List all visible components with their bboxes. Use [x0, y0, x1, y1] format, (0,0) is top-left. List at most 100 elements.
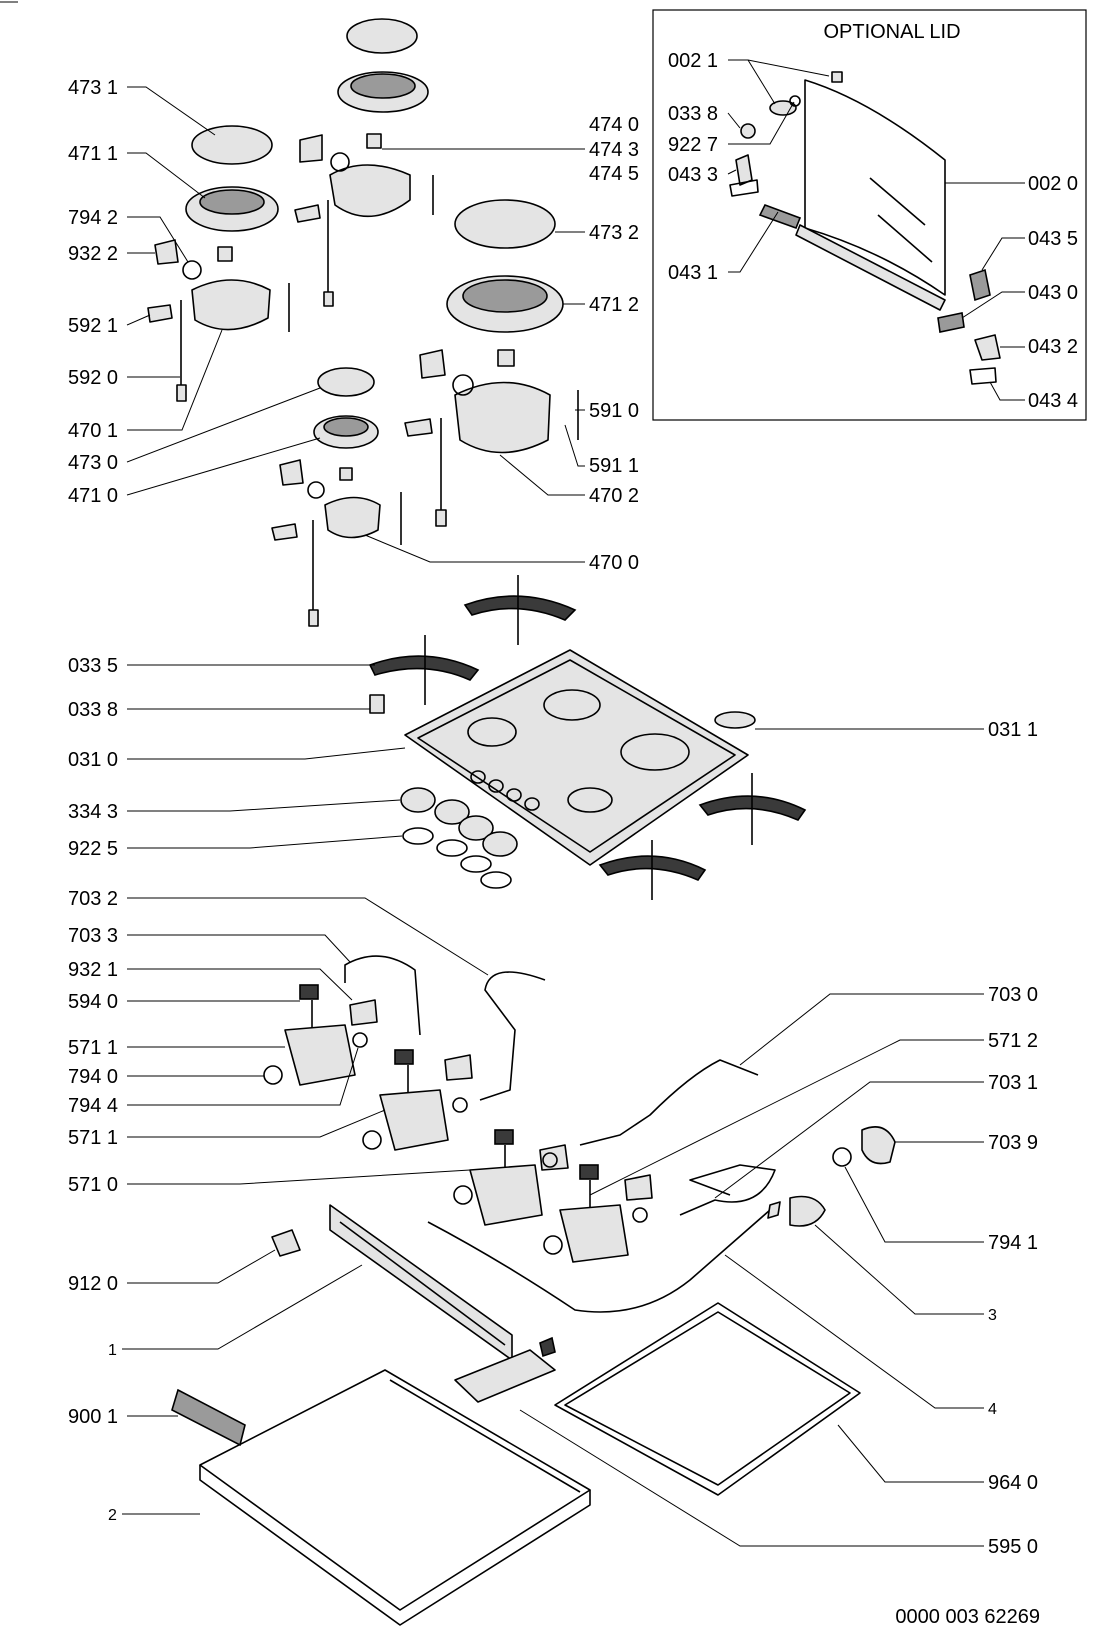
- leader-line: [564, 424, 585, 467]
- burner-head-ring: [199, 189, 265, 215]
- callout-label: 3: [988, 1307, 997, 1324]
- callout-label: 033 8: [668, 103, 718, 125]
- callout-label: 900 1: [68, 1406, 118, 1428]
- lid-box-frame: [652, 9, 1087, 421]
- fixing-bracket: [171, 1388, 246, 1447]
- leader-line: [989, 381, 1025, 401]
- callout-label: 474 0: [589, 114, 639, 136]
- knob-hole: [506, 788, 522, 802]
- lid-screw: [740, 123, 756, 139]
- valve-body: [469, 1164, 543, 1226]
- callout-label: 592 0: [68, 367, 118, 389]
- burner-recess: [567, 787, 613, 813]
- leader-line: [127, 216, 189, 263]
- callout-label: 932 1: [68, 959, 118, 981]
- leader-line: [837, 1424, 984, 1483]
- leader-line: [126, 314, 151, 326]
- leader-line: [844, 1166, 984, 1243]
- spark-electrode: [147, 304, 173, 323]
- small-cover: [714, 711, 756, 729]
- callout-label: 2: [108, 1507, 117, 1524]
- leader-line: [364, 534, 585, 563]
- valve-body: [284, 1024, 356, 1086]
- hob-plate-inner: [417, 659, 736, 853]
- valve-oring: [542, 1152, 558, 1168]
- callout-label: 043 4: [1028, 390, 1078, 412]
- spark-electrode: [294, 204, 321, 223]
- lid-washer: [789, 95, 801, 107]
- leader-line: [589, 1039, 984, 1196]
- leader-line: [727, 112, 741, 129]
- burner-recess: [543, 689, 601, 721]
- leader-line: [714, 1081, 984, 1199]
- burner-seal: [182, 260, 202, 280]
- callout-label: 470 0: [589, 552, 639, 574]
- hinge-spring-left: [758, 204, 802, 230]
- callout-label: 703 2: [68, 888, 118, 910]
- callout-label: 592 1: [68, 315, 118, 337]
- callout-label: 922 7: [668, 134, 718, 156]
- hinge-plate-right: [969, 367, 997, 385]
- callout-label: 571 1: [68, 1127, 118, 1149]
- callout-label: 571 0: [68, 1174, 118, 1196]
- callout-label: 043 3: [668, 164, 718, 186]
- burner-seal: [452, 374, 474, 396]
- leader-line: [127, 897, 489, 976]
- base-tray: [199, 1369, 591, 1611]
- thermocouple-tip: [308, 609, 319, 627]
- callout-label: 964 0: [988, 1472, 1038, 1494]
- control-knob: [482, 831, 518, 857]
- hinge-spring-right: [969, 268, 991, 302]
- burner-callouts: 473 1 471 1 794 2 932 2 592 1 592 0 470 …: [68, 77, 639, 574]
- control-knob: [434, 799, 470, 825]
- valve-oring: [352, 1032, 368, 1048]
- callout-label: 912 0: [68, 1273, 118, 1295]
- leader-line: [127, 329, 223, 431]
- spark-clip: [299, 134, 323, 163]
- burner-head-ring: [350, 73, 416, 99]
- burner-body: [454, 381, 551, 454]
- callout-label: 595 0: [988, 1536, 1038, 1558]
- leader-line: [724, 1254, 984, 1409]
- callout-label: 703 3: [68, 925, 118, 947]
- leader-line: [127, 934, 351, 963]
- gas-valve-assembly: [263, 955, 896, 1313]
- gas-pipe: [344, 955, 421, 1036]
- valve-bracket: [624, 1174, 653, 1201]
- screw-fitting: [369, 694, 385, 714]
- knob-bezel: [480, 871, 512, 889]
- callout-label: 471 2: [589, 294, 639, 316]
- front-rail-edge: [339, 1221, 506, 1346]
- ignition-connector: [539, 1336, 556, 1358]
- leader-line: [122, 1264, 363, 1350]
- leader-line: [727, 169, 737, 175]
- thermocouple-tip: [176, 384, 187, 402]
- burner-body: [191, 279, 271, 331]
- control-knob: [400, 787, 436, 813]
- callout-label: 002 1: [668, 50, 718, 72]
- valve-clip: [299, 984, 319, 1000]
- callout-label: 4: [988, 1401, 997, 1418]
- hob-plate: [404, 649, 749, 866]
- leader-line: [127, 968, 353, 1001]
- valve-clip: [579, 1164, 599, 1180]
- leader-line: [728, 101, 795, 145]
- lower-assembly: [171, 1204, 861, 1626]
- pan-support: [463, 595, 577, 621]
- leader-line: [127, 1249, 276, 1284]
- burner-head-ring: [323, 417, 369, 437]
- burner-body: [324, 496, 381, 539]
- leader-line: [519, 1409, 984, 1547]
- leader-line: [127, 799, 401, 812]
- valve-bracket: [444, 1054, 473, 1081]
- glass-reflection: [869, 177, 926, 226]
- thermocouple-tip: [323, 291, 334, 307]
- burner-cap: [317, 367, 375, 397]
- burner-seal: [330, 152, 350, 172]
- hob-seal: [554, 1302, 861, 1496]
- burner-body: [329, 164, 411, 218]
- callout-label: 471 0: [68, 485, 118, 507]
- injector-nozzle: [339, 467, 353, 481]
- knob-bezel: [436, 839, 468, 857]
